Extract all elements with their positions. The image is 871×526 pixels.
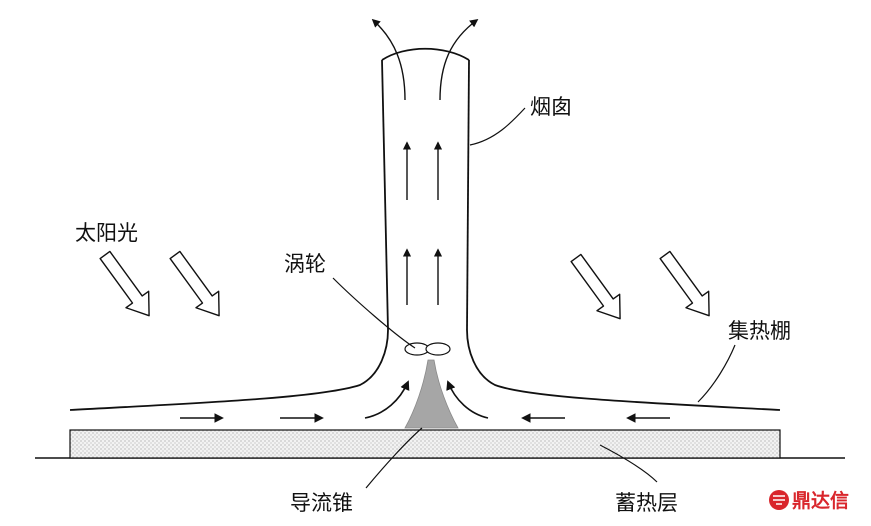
leader-storage <box>599 444 658 483</box>
sunlight-arrows <box>99 250 710 320</box>
airflow-arrows-chimney <box>371 18 479 305</box>
label-chimney: 烟囱 <box>530 95 572 119</box>
leader-lines <box>332 107 736 489</box>
leader-collector <box>697 344 736 403</box>
label-storage-layer: 蓄热层 <box>615 491 678 515</box>
sun-ray-arrow <box>659 250 710 317</box>
brand-logo: 鼎达信 <box>769 489 849 512</box>
heat-storage-layer <box>69 429 781 459</box>
logo-text: 鼎达信 <box>792 489 849 512</box>
turbine <box>404 342 451 356</box>
leader-turbine <box>332 277 416 349</box>
chimney-wall-left <box>381 59 389 331</box>
label-collector: 集热棚 <box>728 319 791 343</box>
sun-ray-arrow <box>169 250 220 317</box>
airflow-arrow <box>364 380 410 419</box>
collector-canopy-left <box>69 329 389 411</box>
leader-chimney <box>469 107 526 146</box>
label-sunlight: 太阳光 <box>75 221 138 245</box>
chimney-top <box>381 47 470 61</box>
chimney-wall-right <box>466 59 470 331</box>
sun-ray-arrow <box>99 250 150 317</box>
label-guide-cone: 导流锥 <box>290 491 353 515</box>
guide-cone <box>404 359 459 429</box>
leader-guide-cone <box>365 427 423 489</box>
airflow-arrow <box>446 380 489 419</box>
sun-ray-arrow <box>570 253 621 320</box>
exhaust-arrow <box>439 18 479 101</box>
exhaust-arrow <box>371 18 406 101</box>
label-turbine: 涡轮 <box>284 252 326 276</box>
collector-canopy-right <box>466 329 781 411</box>
airflow-arrows-ground <box>180 380 670 423</box>
